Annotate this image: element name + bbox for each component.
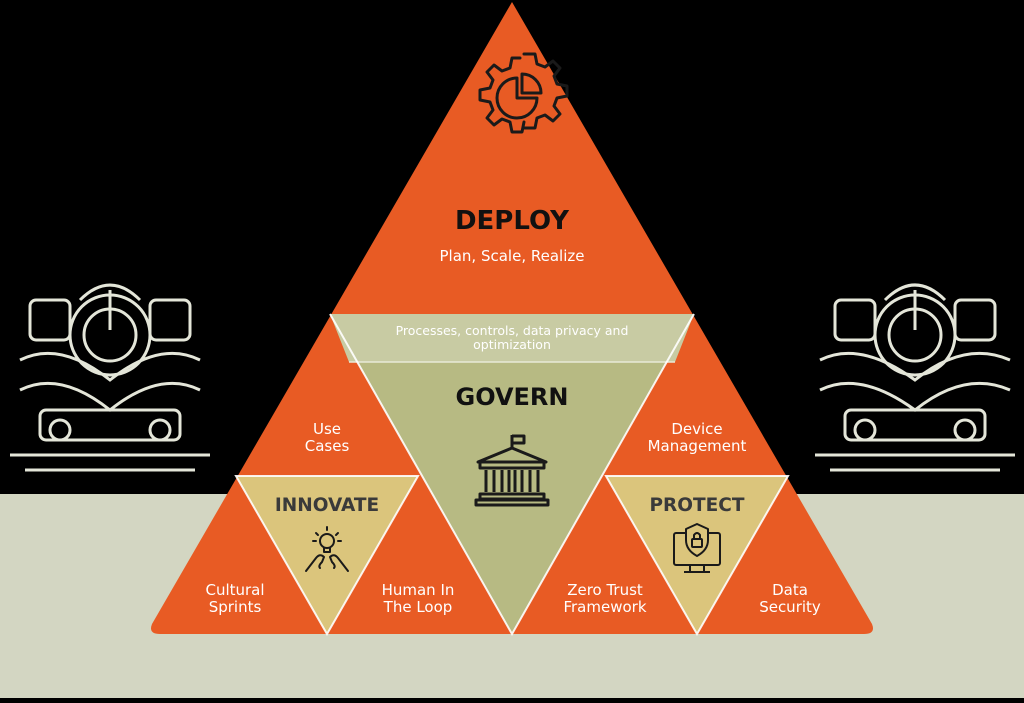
innovate-title: INNOVATE	[274, 495, 380, 516]
use-cases-line-1: Use	[312, 420, 342, 438]
govern-banner-line-1: Processes, controls, data privacy and	[395, 323, 629, 338]
gear-chart-icon	[478, 52, 569, 134]
zero-trust-label: Zero Trust Framework	[545, 581, 665, 617]
separator-lines	[234, 313, 790, 637]
device-management-line-1: Device	[671, 420, 723, 438]
deploy-subtitle: Plan, Scale, Realize	[439, 247, 585, 265]
govern-title: GOVERN	[455, 383, 569, 411]
government-building-icon	[474, 434, 550, 507]
innovate-triangle	[236, 476, 418, 634]
data-security-line-1: Data	[772, 581, 808, 599]
right-ornament-icon	[815, 283, 1015, 472]
cultural-sprints-label: Cultural Sprints	[180, 581, 290, 617]
govern-banner-text: Processes, controls, data privacy and op…	[360, 323, 664, 353]
deploy-title: DEPLOY	[454, 206, 570, 236]
human-in-the-loop-line-2: The Loop	[383, 598, 453, 617]
human-in-the-loop-line-1: Human In	[381, 581, 455, 599]
govern-triangle	[330, 314, 694, 634]
device-management-label: Device Management	[630, 420, 764, 456]
govern-banner-line-2: optimization	[473, 337, 551, 353]
use-cases-label: Use Cases	[275, 420, 379, 456]
monitor-lock-icon	[673, 523, 721, 573]
data-security-line-2: Security	[759, 598, 821, 617]
left-ornament-icon	[10, 283, 210, 472]
use-cases-line-2: Cases	[304, 437, 350, 456]
zero-trust-line-2: Framework	[563, 598, 647, 617]
protect-title: PROTECT	[649, 495, 745, 516]
lightbulb-hands-icon	[305, 526, 349, 572]
zero-trust-line-1: Zero Trust	[567, 581, 643, 599]
human-in-the-loop-label: Human In The Loop	[360, 581, 476, 617]
govern-banner	[330, 314, 694, 362]
device-management-line-2: Management	[647, 437, 747, 456]
cultural-sprints-line-1: Cultural	[205, 581, 265, 599]
cultural-sprints-line-2: Sprints	[208, 598, 262, 617]
data-security-label: Data Security	[735, 581, 845, 617]
